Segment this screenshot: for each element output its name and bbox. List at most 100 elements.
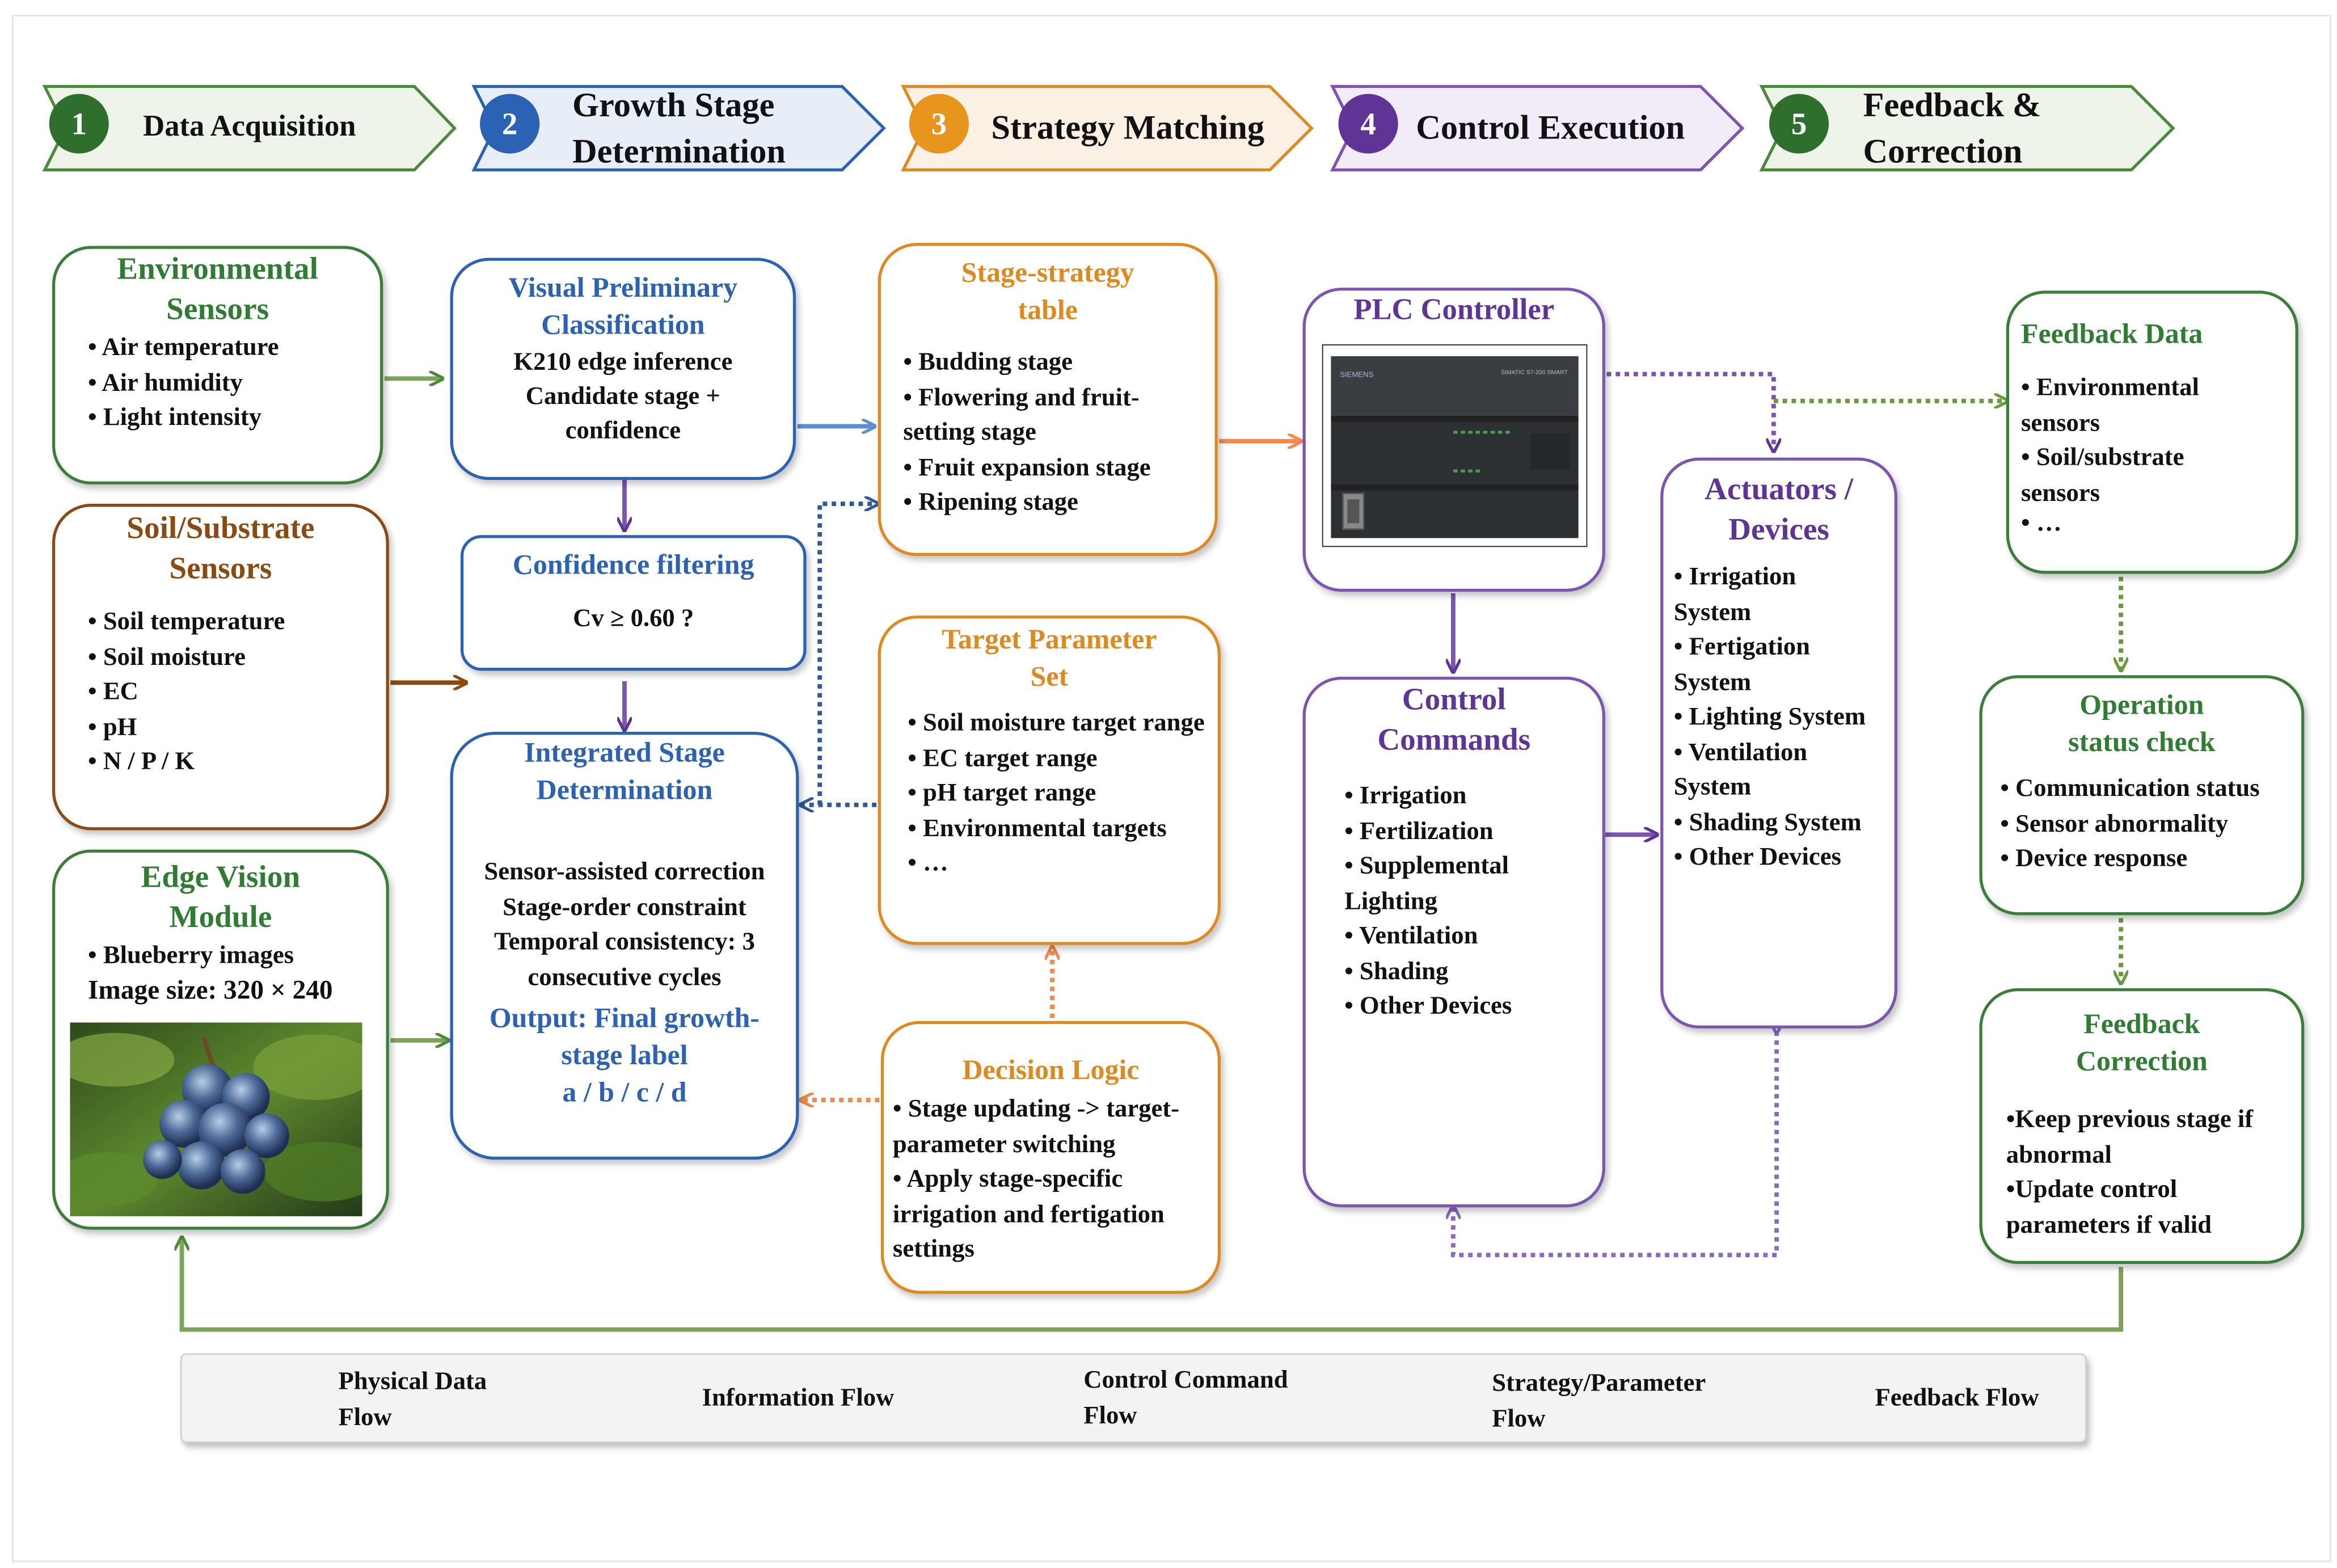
- list-item: • Environmental targets: [908, 813, 1167, 842]
- step-banners: [42, 85, 2175, 172]
- list-item: • Blueberry images: [88, 940, 294, 969]
- confidence-filter-title: Confidence filtering: [512, 550, 754, 581]
- list-item: • Flowering and fruit-setting stage: [903, 382, 1140, 446]
- confidence-filter-box: Confidence filtering Cv ≥ 0.60 ?: [460, 535, 807, 671]
- list-item: • pH target range: [908, 778, 1096, 807]
- list-item: • Irrigation System: [1673, 562, 1796, 626]
- list-item: • Apply stage-specific irrigation and fe…: [892, 1164, 1165, 1263]
- list-item: • …: [2021, 508, 2062, 537]
- list-item: •Keep previous stage if abnormal: [2006, 1104, 2254, 1168]
- control-commands-title: Control Commands: [1377, 681, 1531, 757]
- soil-sensors-title: Soil/Substrate Sensors: [126, 509, 315, 586]
- step-2-label: Growth Stage Determination: [572, 86, 786, 170]
- environmental-sensors-box: Environmental Sensors • Air temperature …: [52, 246, 383, 484]
- list-item: • Budding stage: [903, 347, 1073, 376]
- actuators-box: Actuators / Devices • Irrigation System …: [1660, 457, 1897, 1029]
- edge-vision-title: Edge Vision Module: [141, 858, 301, 935]
- integrated-stage-box: Integrated Stage Determination Sensor-as…: [450, 732, 799, 1160]
- list-item: • Fertigation System: [1673, 632, 1810, 696]
- list-item: • Soil moisture target range: [908, 708, 1205, 736]
- plc-device-image: SIEMENS SIMATIC S7-200 SMART: [1322, 344, 1588, 547]
- list-item: • Air temperature: [88, 332, 279, 361]
- visual-classification-line: K210 edge inference: [513, 347, 733, 376]
- list-item: • Device response: [2000, 844, 2188, 872]
- list-item: •Update control parameters if valid: [2006, 1174, 2212, 1238]
- list-item: • Soil moisture: [88, 642, 246, 671]
- edge-vision-list: • Blueberry images Image size: 320 × 240: [55, 938, 386, 1008]
- stage-strategy-list: • Budding stage • Flowering and fruit-se…: [881, 330, 1215, 520]
- environmental-sensors-title: Environmental Sensors: [117, 250, 318, 327]
- list-item: • pH: [88, 711, 137, 740]
- operation-status-title: Operation status check: [2068, 690, 2216, 759]
- control-commands-box: Control Commands • Irrigation • Fertiliz…: [1302, 676, 1605, 1208]
- list-item: • Soil temperature: [88, 606, 285, 635]
- operation-status-box: Operation status check • Communication s…: [1979, 675, 2305, 916]
- list-item: • Fruit expansion stage: [903, 452, 1151, 481]
- list-item: • Irrigation: [1344, 781, 1467, 810]
- decision-logic-box: Decision Logic • Stage updating -> targe…: [880, 1021, 1221, 1294]
- list-item: • Supplemental Lighting: [1344, 851, 1509, 914]
- stage-strategy-table-title: Stage-strategy table: [961, 258, 1134, 327]
- visual-classification-title: Visual Preliminary Classification: [508, 272, 738, 342]
- plc-controller-box: PLC Controller SIEMENS SIMATIC S7-200 SM…: [1302, 288, 1605, 592]
- outer-frame: [12, 15, 2331, 1562]
- list-item: • EC: [88, 676, 138, 705]
- list-item: • N / P / K: [88, 747, 195, 775]
- step-3-number: 3: [909, 94, 969, 154]
- legend-control-command-flow: Control Command Flow: [1083, 1365, 1288, 1430]
- feedback-correction-title: Feedback Correction: [2076, 1009, 2208, 1078]
- list-item: • Air humidity: [88, 367, 243, 396]
- list-item: • Sensor abnormality: [2000, 808, 2229, 837]
- step-1-label: Data Acquisition: [143, 110, 356, 144]
- soil-sensors-list: • Soil temperature • Soil moisture • EC …: [55, 589, 386, 779]
- list-item: • Shading System: [1673, 807, 1862, 836]
- step-1-number: 1: [49, 94, 109, 154]
- visual-classification-line: Candidate stage +: [525, 381, 720, 410]
- blueberry-image: [70, 1022, 362, 1216]
- plc-controller-title: PLC Controller: [1353, 293, 1555, 327]
- list-item: • Other Devices: [1344, 991, 1512, 1020]
- list-item: • EC target range: [908, 743, 1098, 772]
- list-item: • Ventilation: [1344, 921, 1478, 950]
- integrated-stage-labels: a / b / c / d: [562, 1077, 687, 1109]
- list-item: • Fertilization: [1344, 816, 1494, 845]
- visual-classification-box: Visual Preliminary Classification K210 e…: [450, 258, 796, 480]
- integrated-stage-title: Integrated Stage Determination: [524, 737, 725, 807]
- stage-strategy-table-box: Stage-strategy table • Budding stage • F…: [878, 243, 1218, 557]
- feedback-correction-list: •Keep previous stage if abnormal •Update…: [1982, 1081, 2301, 1242]
- integrated-stage-line: consecutive cycles: [528, 962, 722, 990]
- actuators-list: • Irrigation System • Fertigation System…: [1663, 550, 1894, 874]
- decision-logic-title: Decision Logic: [962, 1055, 1140, 1087]
- plc-brand-text: SIEMENS: [1340, 370, 1373, 379]
- feedback-data-title: Feedback Data: [2021, 319, 2203, 351]
- environmental-sensors-list: • Air temperature • Air humidity • Light…: [55, 330, 380, 435]
- soil-sensors-box: Soil/Substrate Sensors • Soil temperatur…: [52, 504, 389, 831]
- operation-status-list: • Communication status • Sensor abnormal…: [1982, 762, 2301, 876]
- list-item: • Soil/substrate sensors: [2021, 442, 2184, 507]
- legend-physical-data-flow: Physical Data Flow: [338, 1367, 487, 1431]
- step-3-label: Strategy Matching: [991, 108, 1265, 146]
- list-item: • Light intensity: [88, 402, 262, 431]
- feedback-data-box: Feedback Data • Environmental sensors • …: [2006, 290, 2298, 574]
- edge-vision-box: Edge Vision Module • Blueberry images Im…: [52, 849, 389, 1230]
- legend-strategy-parameter-flow: Strategy/Parameter Flow: [1492, 1368, 1706, 1432]
- legend-information-flow: Information Flow: [702, 1383, 895, 1412]
- actuators-title: Actuators / Devices: [1704, 471, 1854, 547]
- integrated-stage-line: Sensor-assisted correction: [484, 857, 765, 886]
- confidence-filter-formula: Cv ≥ 0.60 ?: [573, 604, 694, 633]
- feedback-correction-box: Feedback Correction •Keep previous stage…: [1979, 988, 2305, 1264]
- list-item: Image size: 320 × 240: [88, 974, 333, 1004]
- list-item: • Communication status: [2000, 773, 2260, 802]
- legend-feedback-flow: Feedback Flow: [1875, 1383, 2039, 1412]
- decision-logic-list: • Stage updating -> target-parameter swi…: [884, 1088, 1218, 1266]
- list-item: • Shading: [1344, 956, 1449, 985]
- target-parameter-box: Target Parameter Set • Soil moisture tar…: [878, 616, 1221, 945]
- visual-classification-line: confidence: [565, 416, 681, 444]
- step-4-number: 4: [1338, 94, 1398, 154]
- step-4-label: Control Execution: [1416, 108, 1685, 146]
- plc-model-text: SIMATIC S7-200 SMART: [1501, 369, 1568, 376]
- integrated-stage-line: Temporal consistency: 3: [494, 927, 755, 956]
- target-parameter-list: • Soil moisture target range • EC target…: [881, 696, 1218, 880]
